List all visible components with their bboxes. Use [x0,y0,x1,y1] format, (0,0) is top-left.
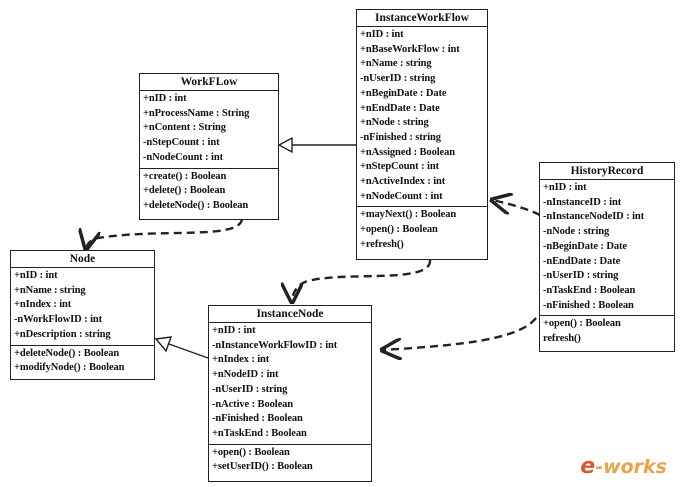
attribute: +nID : int [143,93,187,104]
attribute: +nID : int [360,29,404,40]
attribute: +nID : int [543,182,587,193]
attribute: +nStepCount : int [360,161,439,173]
attribute: -nWorkFlowID : int [14,314,103,326]
attribute-section: +nID : int -nInstanceWorkFlowID : int +n… [209,323,371,445]
method-section: +open() : Boolean +setUserID() : Boolean [209,445,371,477]
method: refresh() [543,333,581,345]
watermark-logo: e-works [580,454,667,479]
method: +refresh() [360,238,404,250]
method: +deleteNode() : Boolean [14,347,120,359]
class-name: HistoryRecord [540,163,674,180]
attribute: +nBeginDate : Date [360,87,447,99]
inheritance-triangle-icon [277,136,293,154]
attribute: -nEndDate : Date [543,255,621,267]
method: +open() : Boolean [543,318,621,330]
attribute-section: +nID : int +nName : string +nIndex : int… [11,268,154,346]
attribute: +nNodeID : int [212,369,279,381]
attribute: +nName : string [360,58,432,70]
watermark-prefix: e [580,454,596,479]
attribute: -nInstanceID : int [543,196,622,208]
method: +mayNext() : Boolean [360,209,457,221]
attribute: +nTaskEnd : Boolean [212,427,307,439]
attribute-section: +nID : int -nInstanceID : int -nInstance… [540,180,674,317]
attribute: -nNodeCount : int [143,151,223,163]
class-instanceworkflow[interactable]: InstanceWorkFlow +nID : int +nBaseWorkFl… [356,9,488,260]
attribute: +nBaseWorkFlow : int [360,43,460,55]
attribute: +nProcessName : String [143,107,250,119]
class-name: InstanceWorkFlow [357,10,487,27]
attribute: -nFinished : Boolean [543,299,634,311]
method: +create() : Boolean [143,170,227,182]
attribute: +nIndex : int [14,299,72,311]
attribute: -nStepCount : int [143,137,220,149]
attribute: -nUserID : string [543,270,619,282]
watermark-suffix: -works [595,456,667,478]
attribute: +nDescription : string [14,328,111,340]
method: +setUserID() : Boolean [212,461,313,473]
attribute: -nNode : string [543,226,610,238]
method: +modifyNode() : Boolean [14,362,125,374]
method-section: +create() : Boolean +delete() : Boolean … [140,169,278,216]
attribute: -nFinished : Boolean [212,413,303,425]
class-name: WorkFLow [140,74,278,91]
attribute: +nNodeCount : int [360,190,443,202]
dependency-instanceworkflow-instancenode [292,259,432,302]
generalization-instancenode-node [168,343,209,359]
class-name: InstanceNode [209,306,371,323]
class-name: Node [11,251,154,268]
class-node[interactable]: Node +nID : int +nName : string +nIndex … [10,250,155,380]
attribute: -nInstanceWorkFlowID : int [212,339,338,351]
dependency-historyrecord-instanceworkflow [492,200,541,217]
attribute: +nActiveIndex : int [360,176,446,188]
attribute: -nUserID : string [212,383,288,395]
attribute: -nUserID : string [360,73,436,85]
inheritance-triangle-icon [154,336,173,353]
attribute: +nIndex : int [212,354,270,366]
attribute: +nContent : String [143,122,226,134]
method-section: +mayNext() : Boolean +open() : Boolean +… [357,207,487,254]
attribute-section: +nID : int +nProcessName : String +nCont… [140,91,278,169]
attribute: +nNode : string [360,117,429,129]
attribute: +nID : int [14,270,58,281]
attribute: +nAssigned : Boolean [360,146,456,158]
class-instancenode[interactable]: InstanceNode +nID : int -nInstanceWorkFl… [208,305,372,482]
method: +open() : Boolean [212,446,290,458]
dependency-historyrecord-instancenode [382,317,537,350]
class-historyrecord[interactable]: HistoryRecord +nID : int -nInstanceID : … [539,162,675,352]
method: +open() : Boolean [360,224,438,236]
attribute: -nInstanceNodeID : int [543,211,645,223]
method-section: +open() : Boolean refresh() [540,316,674,348]
attribute: -nBeginDate : Date [543,240,627,252]
class-workflow[interactable]: WorkFLow +nID : int +nProcessName : Stri… [139,73,279,220]
attribute: -nTaskEnd : Boolean [543,284,636,296]
attribute-section: +nID : int +nBaseWorkFlow : int +nName :… [357,27,487,208]
attribute: +nEndDate : Date [360,102,440,114]
attribute: -nActive : Boolean [212,398,294,410]
attribute: +nID : int [212,325,256,336]
method: +delete() : Boolean [143,185,226,197]
attribute: +nName : string [14,284,86,296]
method: +deleteNode() : Boolean [143,199,249,211]
method-section: +deleteNode() : Boolean +modifyNode() : … [11,346,154,378]
dependency-workflow-node [86,218,244,249]
attribute: -nFinished : string [360,131,441,143]
